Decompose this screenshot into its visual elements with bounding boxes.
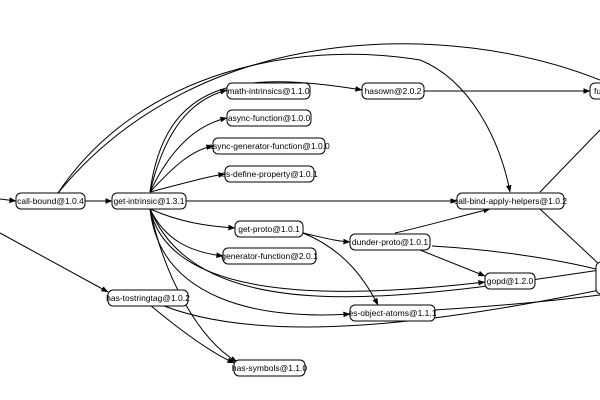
node-has-symbols[interactable]: has-symbols@1.1.0 xyxy=(232,359,308,377)
edge-call-bind-apply-helpers-up-right xyxy=(539,129,600,193)
node-get-proto-label: get-proto@1.0.1 xyxy=(238,224,300,234)
edge-dunder-proto-to-call-bind-apply-helpers xyxy=(394,207,491,234)
edge-dunder-proto-offscreen-right xyxy=(431,245,600,271)
node-dunder-proto[interactable]: dunder-proto@1.0.1 xyxy=(349,233,431,251)
node-call-bound-label: call-bound@1.0.4 xyxy=(17,196,84,206)
node-call-bind-apply-helpers[interactable]: call-bind-apply-helpers@1.0.2 xyxy=(454,192,567,210)
node-call-bind-apply-helpers-label: call-bind-apply-helpers@1.0.2 xyxy=(454,196,567,206)
node-generator-function[interactable]: generator-function@2.0.1 xyxy=(221,247,318,265)
graph-nodes: call-bound@1.0.4 get-intrinsic@1.3.1 mat… xyxy=(15,82,600,377)
edge-get-intrinsic-to-get-proto xyxy=(149,208,236,231)
node-hasown-label: hasown@2.0.2 xyxy=(365,86,422,96)
node-get-proto[interactable]: get-proto@1.0.1 xyxy=(234,220,304,238)
node-math-intrinsics[interactable]: math-intrinsics@1.1.0 xyxy=(226,82,311,100)
node-get-intrinsic[interactable]: get-intrinsic@1.3.1 xyxy=(111,192,187,210)
edge-get-intrinsic-to-math-intrinsics xyxy=(149,89,228,193)
node-hasown[interactable]: hasown@2.0.2 xyxy=(361,82,425,100)
node-fu-partial[interactable]: fu xyxy=(589,82,600,100)
edge-lower-arc-offscreen-right xyxy=(151,289,600,328)
node-has-tostringtag[interactable]: has-tostringtag@1.0.2 xyxy=(106,289,190,307)
edge-get-intrinsic-to-generator-function xyxy=(149,208,224,258)
node-es-define-property[interactable]: es-define-property@1.0.1 xyxy=(221,165,318,183)
edge-call-bound-offscreen-right xyxy=(57,43,600,194)
node-get-intrinsic-label: get-intrinsic@1.3.1 xyxy=(114,196,185,206)
node-has-symbols-label: has-symbols@1.1.0 xyxy=(232,363,308,373)
edge-get-intrinsic-to-es-define-property xyxy=(149,172,226,193)
node-math-intrinsics-label: math-intrinsics@1.1.0 xyxy=(227,86,310,96)
node-es-object-atoms-label: es-object-atoms@1.1.1 xyxy=(348,308,436,318)
edge-offscreen-to-has-tostringtag xyxy=(0,232,109,293)
node-has-tostringtag-label: has-tostringtag@1.0.2 xyxy=(106,293,190,303)
node-es-object-atoms[interactable]: es-object-atoms@1.1.1 xyxy=(348,304,437,322)
node-async-function-label: async-function@1.0.0 xyxy=(228,113,311,123)
graph-edges xyxy=(0,43,600,364)
node-gopd-label: gopd@1.2.0 xyxy=(487,276,534,286)
node-offscreen-right[interactable] xyxy=(595,261,600,295)
edge-get-intrinsic-to-hasown xyxy=(149,81,363,193)
node-generator-function-label: generator-function@2.0.1 xyxy=(221,251,318,261)
node-async-generator-function[interactable]: async-generator-function@1.0.0 xyxy=(208,137,330,155)
edge-call-bind-apply-helpers-down-right xyxy=(539,208,600,266)
edge-offscreen-to-call-bound xyxy=(0,197,17,203)
edge-get-proto-to-dunder-proto xyxy=(302,232,351,245)
edge-has-tostringtag-to-has-symbols xyxy=(149,304,235,364)
edge-get-intrinsic-to-async-function xyxy=(149,116,228,193)
edge-dunder-proto-to-gopd xyxy=(419,249,486,277)
node-dunder-proto-label: dunder-proto@1.0.1 xyxy=(352,237,428,247)
edge-get-intrinsic-to-async-generator-function xyxy=(149,144,214,193)
edge-get-proto-to-es-object-atoms xyxy=(302,232,379,306)
edge-es-object-atoms-offscreen-right xyxy=(434,294,600,311)
node-es-define-property-label: es-define-property@1.0.1 xyxy=(221,169,318,179)
node-fu-partial-label: fu xyxy=(594,86,600,96)
node-call-bound[interactable]: call-bound@1.0.4 xyxy=(15,192,86,210)
edge-call-bound-to-call-bind-apply-helpers xyxy=(57,53,512,194)
edge-get-intrinsic-to-gopd xyxy=(149,208,486,292)
node-async-function[interactable]: async-function@1.0.0 xyxy=(226,109,312,127)
node-gopd[interactable]: gopd@1.2.0 xyxy=(484,272,536,290)
node-async-generator-function-label: async-generator-function@1.0.0 xyxy=(208,141,330,151)
